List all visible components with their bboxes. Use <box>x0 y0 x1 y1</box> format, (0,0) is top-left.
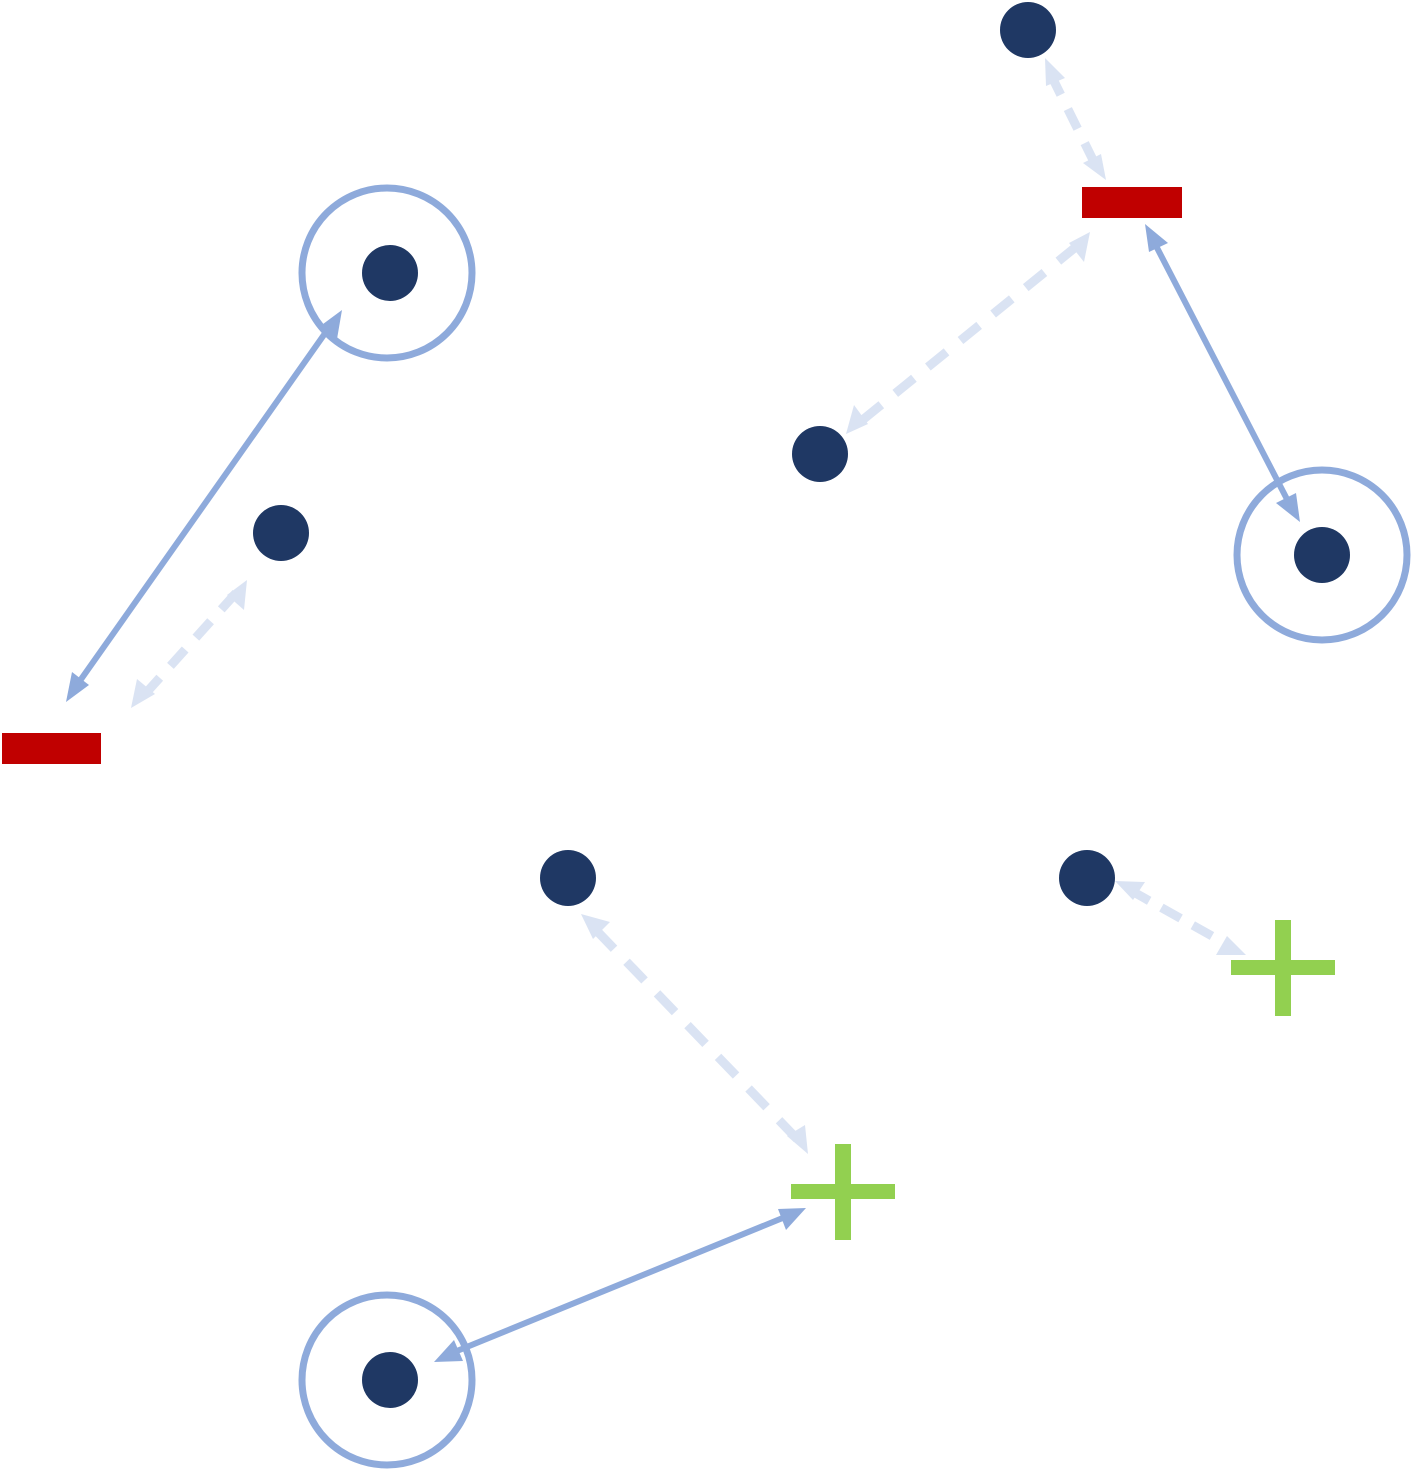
strong-links <box>66 224 1300 1362</box>
positive-markers <box>791 920 1335 1240</box>
weak-link-top-node-to-top-minus <box>1045 58 1106 180</box>
ring-bottom-node <box>298 1291 476 1469</box>
weak-link-lower-right-node-to-right-plus <box>1115 881 1246 955</box>
nodes <box>253 2 1350 1408</box>
highlight-rings <box>298 184 1411 1469</box>
node-left <box>253 505 309 561</box>
node-top <box>1000 2 1056 58</box>
strong-link-bottom-ring-to-lower-plus <box>434 1208 806 1362</box>
node-right <box>1294 527 1350 583</box>
weak-link-lower-center-node-to-lower-plus <box>581 914 808 1154</box>
weak-link-top-minus-to-center-node <box>846 232 1090 434</box>
negative-markers <box>2 187 1182 764</box>
strong-link-top-minus-to-right-ring <box>1145 224 1300 522</box>
weak-links <box>131 58 1246 1154</box>
ring-right-node <box>1233 466 1411 644</box>
weak-link-left-node-to-left-minus <box>131 580 247 708</box>
node-upper-left <box>362 245 418 301</box>
ring-upper-left-node <box>298 184 476 362</box>
node-center <box>792 426 848 482</box>
node-bottom <box>362 1352 418 1408</box>
plus-sign-lower <box>791 1144 895 1240</box>
node-lower-center <box>540 850 596 906</box>
minus-sign-left <box>2 733 101 764</box>
strong-link-upper-left-ring-to-left-minus <box>66 310 342 702</box>
plus-sign-right <box>1231 920 1335 1016</box>
minus-sign-top <box>1082 187 1182 218</box>
node-lower-right <box>1059 850 1115 906</box>
